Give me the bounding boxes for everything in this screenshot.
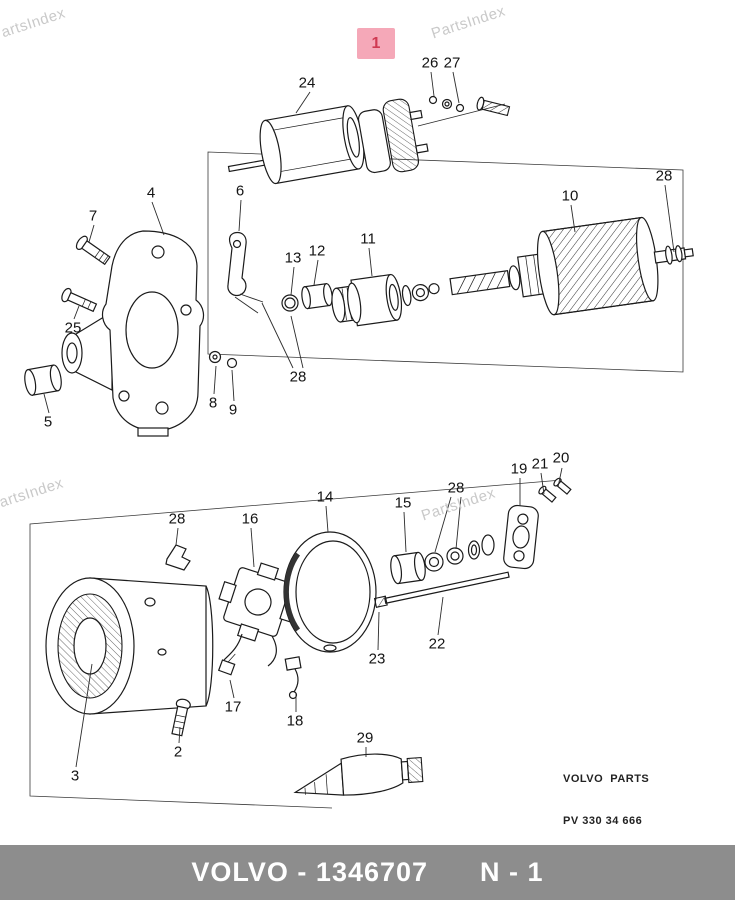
footer-part-number: VOLVO - 1346707 [191, 857, 429, 887]
part-clip-28 [165, 544, 191, 571]
part-callout-8[interactable]: 8 [208, 394, 218, 412]
part-callout-12[interactable]: 12 [308, 242, 326, 260]
part-shift-lever [227, 231, 264, 314]
part-callout-11[interactable]: 11 [360, 230, 376, 248]
part-callout-2[interactable]: 2 [173, 743, 183, 761]
part-sleeve-12 [301, 283, 333, 310]
part-field-housing [45, 577, 214, 715]
part-callout-25[interactable]: 25 [64, 319, 82, 337]
footer-banner: VOLVO - 1346707 N - 1 [0, 845, 735, 900]
part-washers-28 [424, 534, 495, 572]
part-screws-26-27 [417, 95, 511, 127]
part-callout-28[interactable]: 28 [289, 368, 307, 386]
part-callout-4[interactable]: 4 [146, 184, 156, 202]
part-screw-2 [171, 698, 191, 737]
part-callout-17[interactable]: 17 [224, 698, 242, 716]
leader-lines [43, 71, 675, 768]
part-callout-9[interactable]: 9 [228, 401, 238, 419]
part-callout-6[interactable]: 6 [235, 182, 245, 200]
part-grease-tube [293, 753, 424, 796]
part-callout-18[interactable]: 18 [286, 712, 304, 730]
part-bolt-25 [61, 287, 98, 313]
part-ring-13 [281, 294, 299, 312]
part-callout-15[interactable]: 15 [394, 494, 412, 512]
part-callout-28[interactable]: 28 [447, 479, 465, 497]
part-bushing-5 [24, 364, 62, 396]
part-bolt-7 [75, 235, 111, 266]
part-callout-22[interactable]: 22 [428, 635, 446, 653]
volvo-parts-note-line1: VOLVO PARTS [563, 773, 650, 785]
part-callout-7[interactable]: 7 [88, 207, 98, 225]
part-callout-23[interactable]: 23 [368, 650, 386, 668]
part-callout-26[interactable]: 26 [421, 54, 439, 72]
part-brush-18 [284, 656, 302, 700]
part-callout-20[interactable]: 20 [552, 449, 570, 467]
part-callout-13[interactable]: 13 [284, 249, 302, 267]
part-through-bolt [373, 571, 510, 608]
part-end-plate [503, 504, 539, 570]
part-callout-3[interactable]: 3 [70, 767, 80, 785]
part-callout-28[interactable]: 28 [655, 167, 673, 185]
part-drive-housing [61, 230, 205, 437]
part-callout-27[interactable]: 27 [443, 54, 461, 72]
part-callout-16[interactable]: 16 [241, 510, 259, 528]
part-drive-pinion [331, 273, 440, 327]
part-pivot-8-9 [208, 350, 238, 369]
footer-page-number: N - 1 [480, 857, 544, 887]
part-solenoid [227, 105, 365, 185]
part-callout-19[interactable]: 19 [510, 460, 528, 478]
volvo-parts-note-line2: PV 330 34 666 [563, 815, 643, 827]
part-callout-10[interactable]: 10 [561, 187, 579, 205]
part-solenoid-cap [357, 98, 429, 174]
part-screws-20-21 [538, 477, 572, 503]
alignment-boxes [29, 151, 684, 809]
part-brush-spring-17 [217, 653, 236, 676]
part-cover-band [283, 531, 377, 653]
part-armature [449, 216, 694, 316]
part-callout-28[interactable]: 28 [168, 510, 186, 528]
part-callout-29[interactable]: 29 [356, 729, 374, 747]
part-callout-24[interactable]: 24 [298, 74, 316, 92]
selected-part-callout[interactable]: 1 [357, 28, 395, 59]
part-callout-14[interactable]: 14 [316, 488, 334, 506]
part-callout-5[interactable]: 5 [43, 413, 53, 431]
part-callout-21[interactable]: 21 [531, 455, 549, 473]
part-bushing-15 [390, 551, 426, 585]
volvo-parts-note: VOLVO PARTS PV 330 34 666 [563, 744, 649, 842]
